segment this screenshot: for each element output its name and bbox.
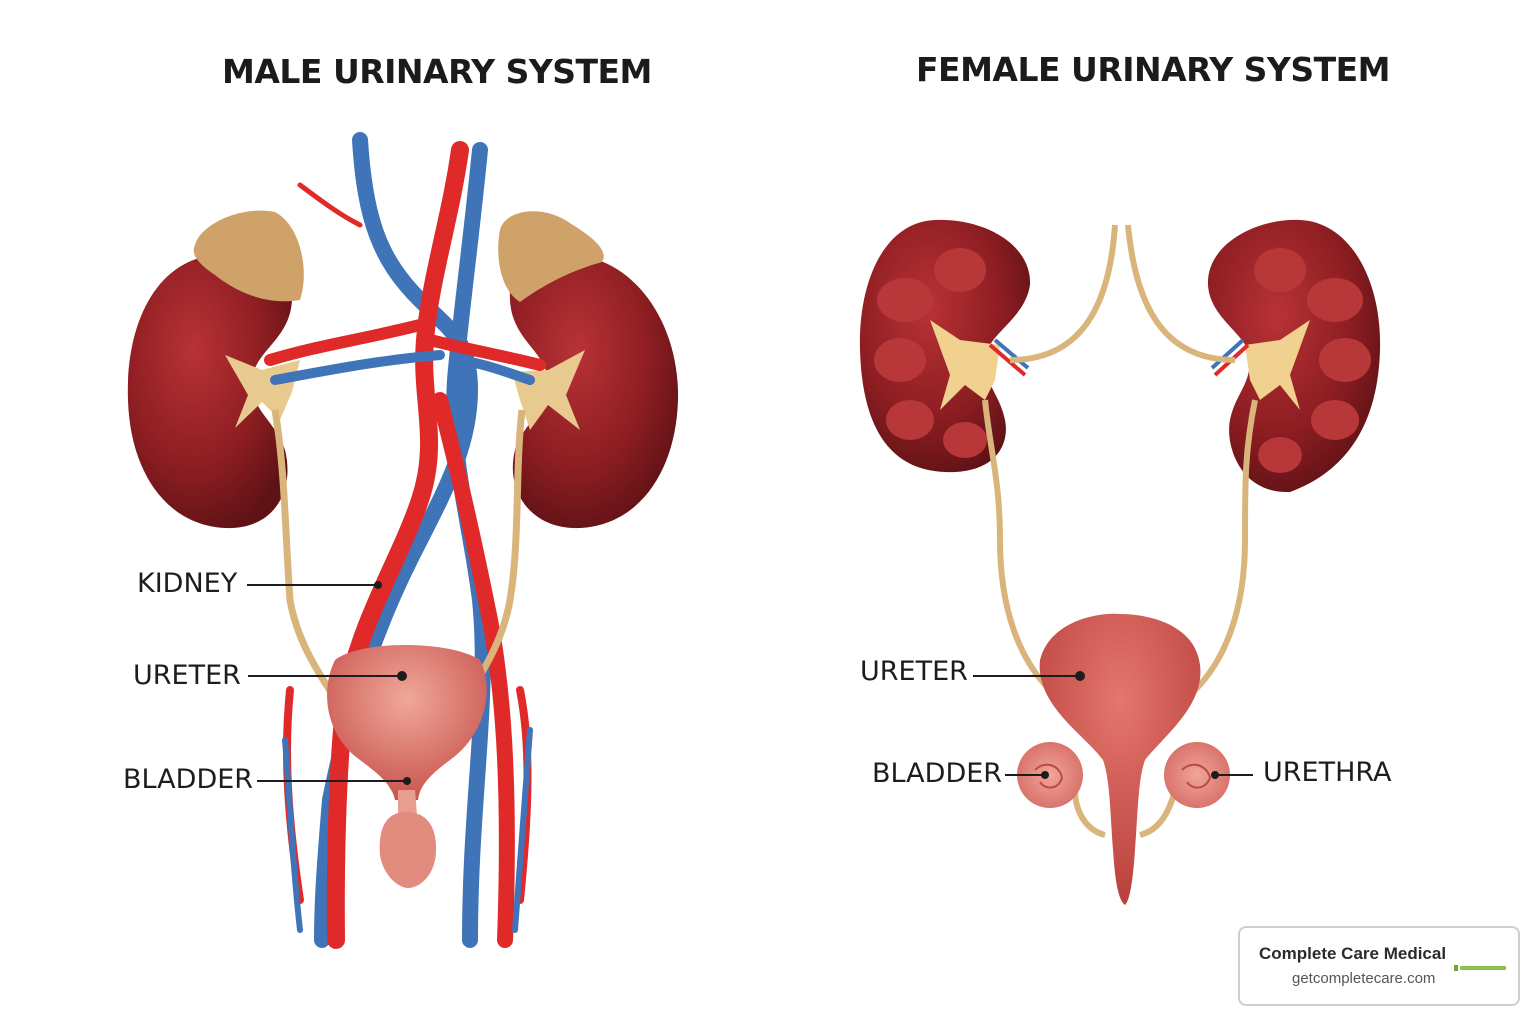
male-bladder — [327, 645, 487, 800]
brand-url[interactable]: getcompletecare.com — [1292, 970, 1436, 987]
female-label-urethra: URETHRA — [1263, 757, 1392, 788]
brand-name: Complete Care Medical — [1259, 944, 1447, 963]
male-label-ureter: URETER — [133, 660, 241, 691]
male-label-bladder: BLADDER — [123, 764, 254, 795]
female-label-ureter: URETER — [860, 656, 968, 687]
male-label-kidney: KIDNEY — [137, 568, 238, 599]
brand-badge[interactable]: Complete Care Medical getcompletecare.co… — [1238, 926, 1520, 1006]
male-left-adrenal-gland — [193, 210, 304, 302]
female-title: FEMALE URINARY SYSTEM — [916, 50, 1390, 89]
label-leaders — [247, 581, 1253, 785]
female-bladder — [1039, 613, 1201, 905]
male-left-kidney — [127, 254, 293, 529]
male-right-kidney — [509, 254, 679, 529]
male-vessels — [264, 132, 546, 949]
female-ovary-detail — [1034, 763, 1212, 789]
male-left-renal-pelvis — [225, 355, 300, 428]
male-prostate — [379, 812, 437, 888]
male-urethra — [398, 790, 417, 815]
female-ureters — [982, 224, 1258, 838]
female-renal-pyramids — [874, 248, 1371, 473]
female-left-ovary — [1017, 742, 1083, 808]
female-label-bladder: BLADDER — [872, 758, 1003, 789]
female-left-renal-pelvis — [930, 320, 1000, 410]
male-title: MALE URINARY SYSTEM — [222, 52, 652, 91]
brand-logo-icon — [1454, 965, 1506, 971]
male-right-adrenal-gland — [498, 211, 604, 302]
female-right-ovary — [1164, 742, 1230, 808]
female-right-renal-pelvis — [1245, 320, 1310, 410]
male-diagram — [127, 132, 679, 949]
female-diagram — [859, 219, 1381, 905]
male-right-renal-pelvis — [512, 350, 585, 430]
